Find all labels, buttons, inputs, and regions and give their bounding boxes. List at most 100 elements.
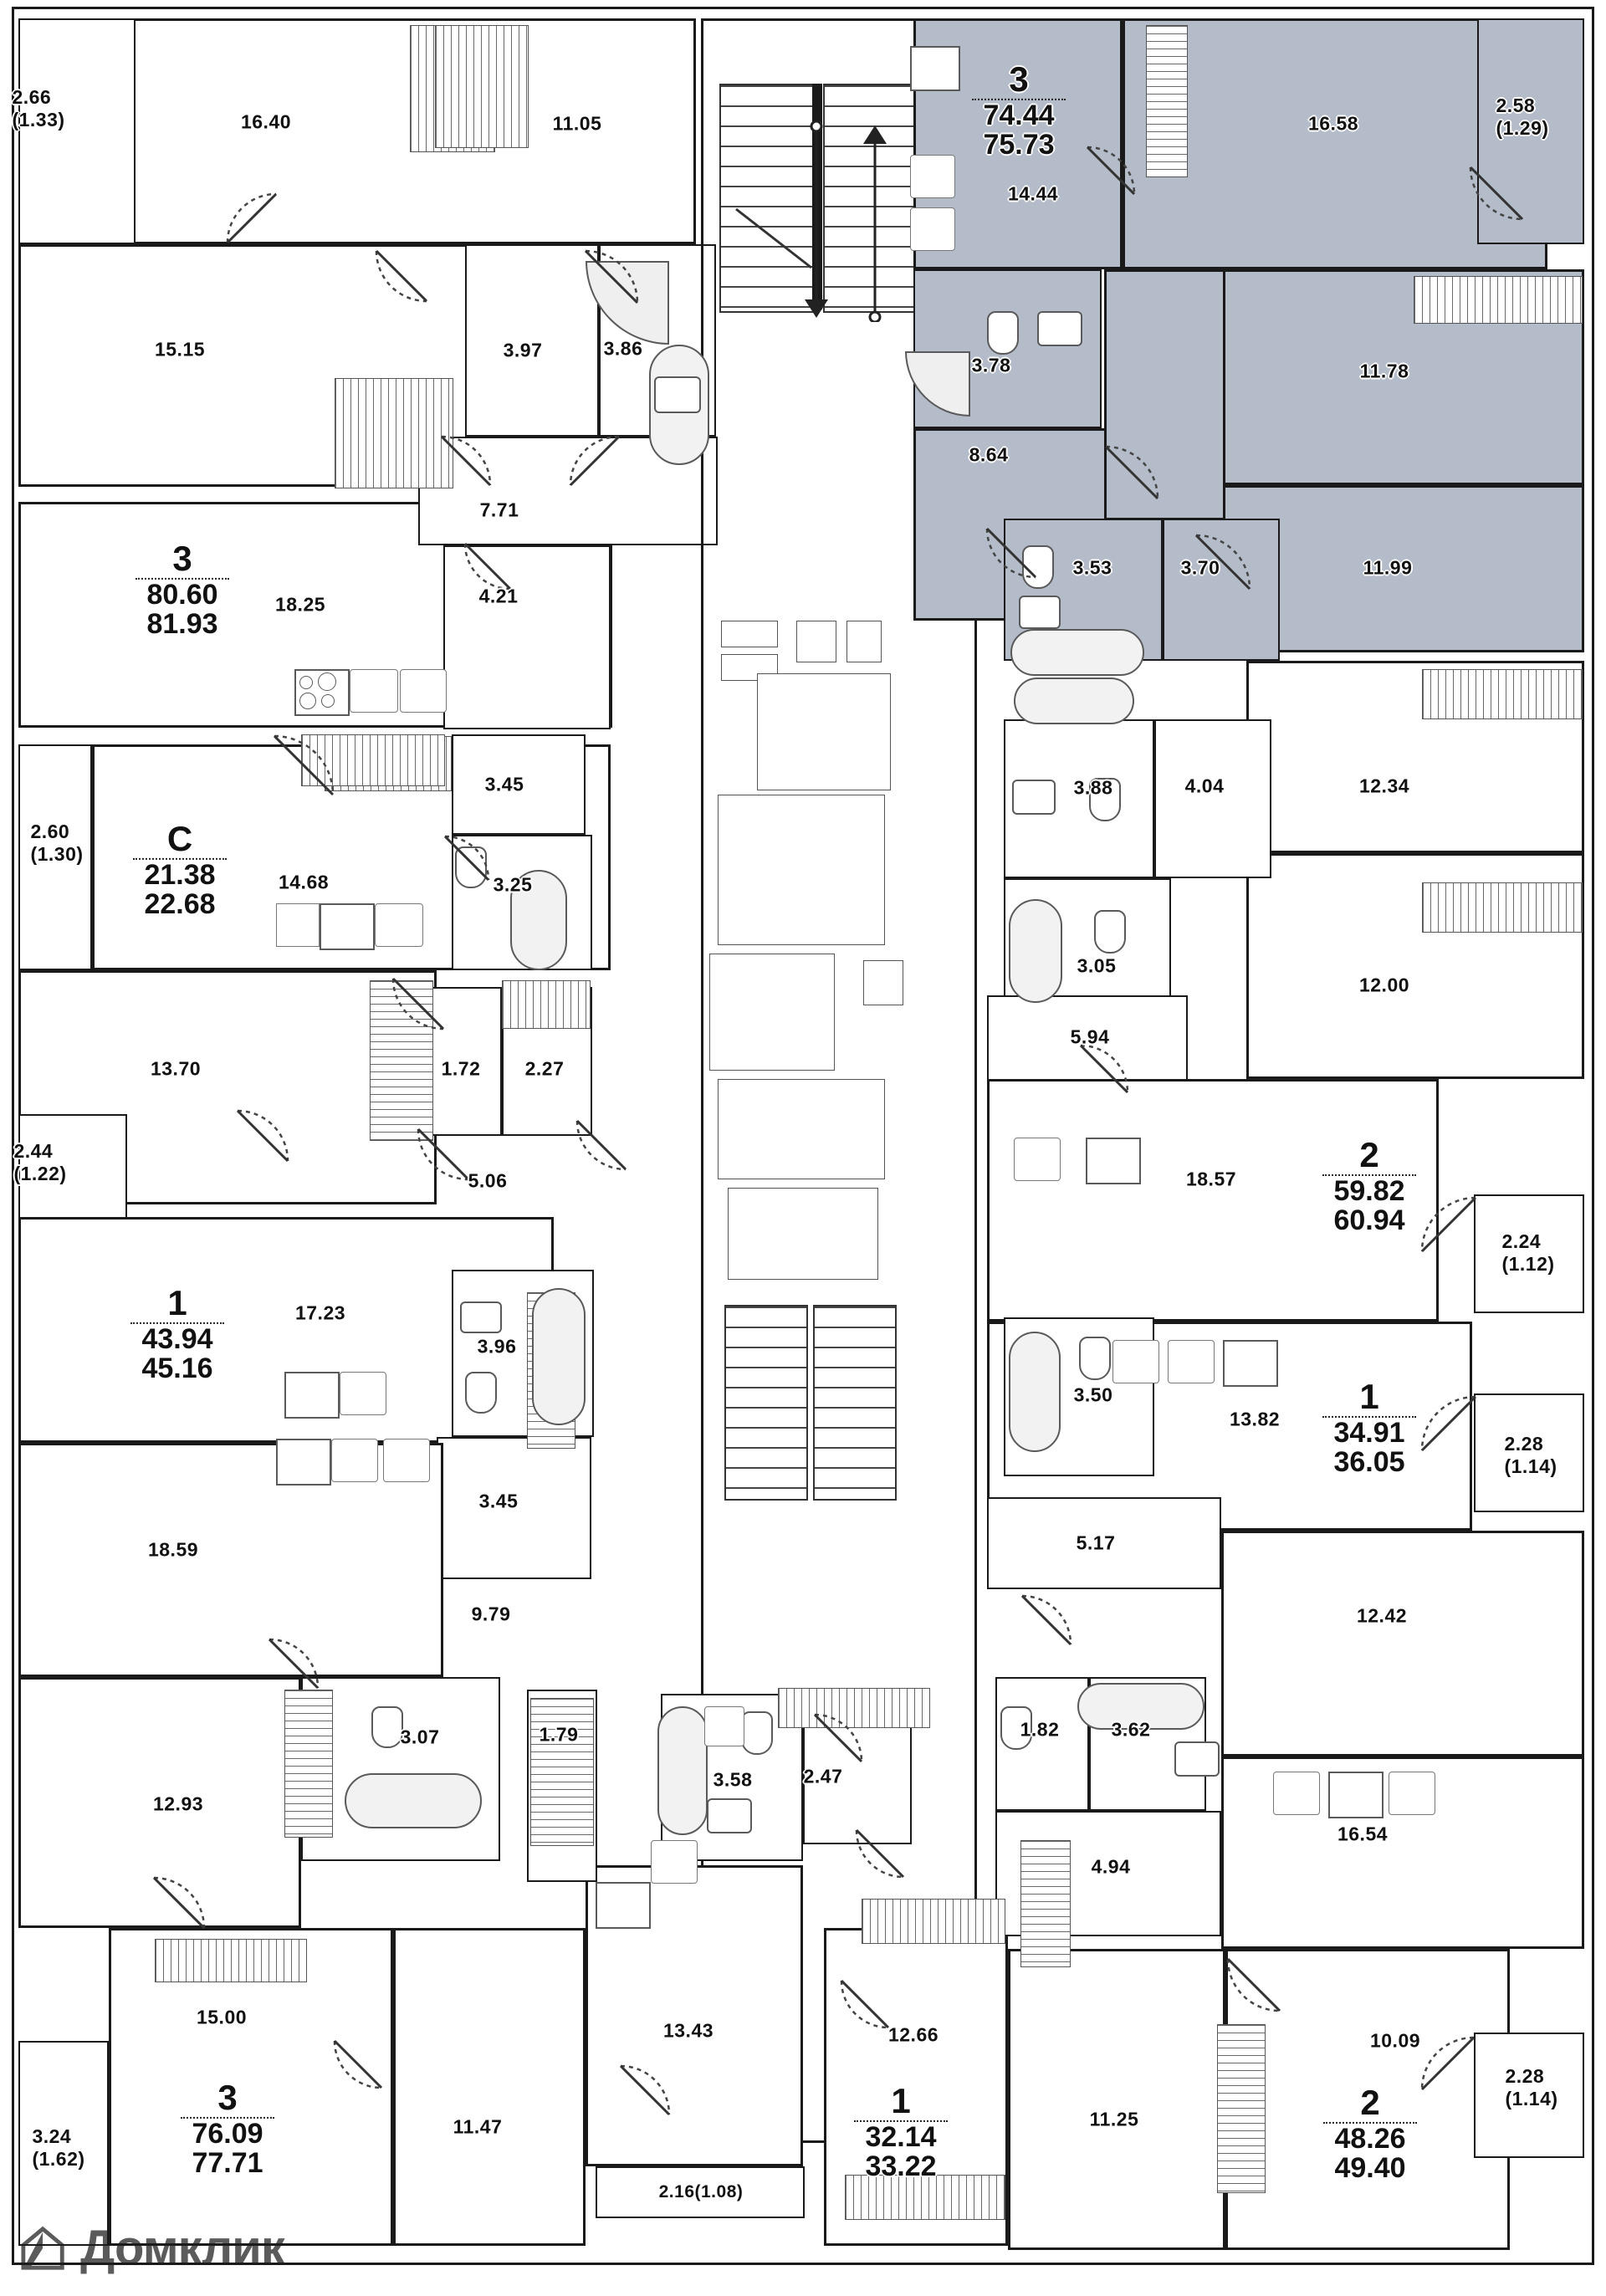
- room-label-3-07: 3.07: [400, 1726, 440, 1748]
- room-label-2-24-value: 2.24: [1501, 1230, 1542, 1252]
- apt-stamp-74-44: 3 74.44 75.73: [972, 61, 1066, 159]
- washer-43-94: [340, 1372, 386, 1415]
- apt-living-43-94: 45.16: [141, 1352, 213, 1384]
- apt-rooms-34-91: 1: [1359, 1376, 1379, 1416]
- dishwasher-13-82: [1168, 1340, 1215, 1383]
- room-label-14-68: 14.68: [278, 871, 330, 893]
- apt-stamp-21-38: С 21.38 22.68: [133, 821, 227, 918]
- toilet-3-88: [1089, 778, 1121, 821]
- washer-apt74: [910, 155, 955, 198]
- room-label-3-88: 3.88: [1073, 776, 1113, 799]
- apt-rule-43-94: [130, 1322, 224, 1324]
- apt-stamp-59-82: 2 59.82 60.94: [1322, 1137, 1416, 1235]
- apt-rule-59-82: [1322, 1174, 1416, 1176]
- toilet-3-05: [1094, 910, 1126, 954]
- apt-living-80-60: 81.93: [146, 607, 218, 640]
- window-hatch-1-79: [530, 1698, 594, 1846]
- room-label-2-66-value: 2.66: [12, 86, 52, 108]
- room-label-2-58-value: 2.58: [1496, 95, 1536, 116]
- room-label-2-28a: 2.28 (1.14): [1504, 1433, 1557, 1478]
- room-label-2-16: 2.16(1.08): [658, 2182, 744, 2201]
- toilet-apt74-3-78: [987, 311, 1019, 355]
- sink-18-59: [383, 1439, 430, 1482]
- cooktop-16-54: [1328, 1772, 1384, 1818]
- cooktop-13-82: [1223, 1340, 1278, 1387]
- sink-13-43: [651, 1840, 698, 1884]
- room-label-3-96: 3.96: [477, 1335, 517, 1358]
- dishwasher-18-59: [331, 1439, 378, 1482]
- room-label-9-79: 9.79: [471, 1603, 511, 1625]
- window-hatch-apt74-kitchen: [1146, 25, 1188, 177]
- room-label-18-59: 18.59: [147, 1538, 199, 1561]
- sink-3-58: [707, 1798, 752, 1833]
- room-label-14-44: 14.44: [1007, 182, 1059, 205]
- window-hatch-apt-bottom-mid: [862, 1899, 1005, 1944]
- room-label-10-09: 10.09: [1369, 2029, 1421, 2052]
- apt-rule-32-14: [854, 2120, 948, 2122]
- room-label-2-60-sub: (1.30): [30, 843, 84, 865]
- dishwasher-16-54: [1273, 1772, 1320, 1815]
- room-label-2-58: 2.58 (1.29): [1496, 95, 1548, 140]
- balcony-2-24: [1474, 1194, 1584, 1313]
- room-label-2-60: 2.60 (1.30): [30, 821, 83, 866]
- room-4-21: [443, 545, 611, 729]
- room-label-2-28b-sub: (1.14): [1505, 2088, 1558, 2109]
- core-hall: [718, 795, 885, 945]
- staircase-upper-left: [719, 84, 815, 313]
- apt-rule-76-09: [181, 2116, 274, 2119]
- room-label-18-57: 18.57: [1185, 1168, 1237, 1190]
- room-3-45-upper: [452, 734, 586, 835]
- elevator-lower-lobby: [709, 954, 835, 1071]
- room-label-2-60-value: 2.60: [30, 821, 70, 842]
- apt-living-32-14: 33.22: [865, 2150, 937, 2182]
- room-18-59: [18, 1443, 443, 1677]
- toilet-studio: [455, 846, 487, 888]
- window-hatch-apt-2-48: [1217, 2024, 1266, 2193]
- room-label-2-58-sub: (1.29): [1496, 117, 1549, 139]
- room-label-1-79: 1.79: [539, 1723, 579, 1746]
- window-hatch-kitchen-bottom: [778, 1688, 930, 1728]
- bathtub-3-50: [1009, 1332, 1061, 1452]
- apt-rule-21-38: [133, 857, 227, 860]
- stair-direction-arrows: [735, 120, 887, 322]
- sink-43-94: [460, 1301, 502, 1333]
- room-11-47: [393, 1928, 586, 2246]
- apt-74-44-bed-11-99: [1221, 485, 1584, 652]
- toilet-43-94: [465, 1372, 497, 1414]
- bathtub-apt74: [1010, 629, 1144, 676]
- room-label-4-04: 4.04: [1184, 775, 1225, 797]
- staircase-upper-right: [823, 84, 918, 313]
- room-label-15-15: 15.15: [154, 338, 206, 361]
- apt-total-32-14: 32.14: [865, 2120, 937, 2153]
- bathtub-12-93: [345, 1773, 482, 1828]
- room-label-5-17: 5.17: [1076, 1532, 1116, 1554]
- room-18-57: [987, 1079, 1439, 1322]
- window-hatch-apt2-lower: [1422, 882, 1583, 933]
- room-3-97: [465, 244, 599, 437]
- room-label-16-58: 16.58: [1307, 112, 1359, 135]
- room-label-2-27: 2.27: [524, 1057, 565, 1080]
- toilet-3-50: [1079, 1337, 1111, 1380]
- toilet-12-93: [371, 1706, 403, 1748]
- room-label-2-44: 2.44 (1.22): [13, 1140, 66, 1185]
- cooktop-18-57: [1086, 1138, 1141, 1184]
- apt-living-76-09: 77.71: [192, 2146, 263, 2179]
- room-label-13-82: 13.82: [1229, 1408, 1281, 1430]
- room-label-12-34: 12.34: [1358, 775, 1410, 797]
- bathtub-1-82: [1077, 1683, 1204, 1730]
- room-label-8-64: 8.64: [969, 443, 1009, 466]
- room-label-5-06: 5.06: [468, 1169, 508, 1192]
- sink-studio: [375, 903, 423, 947]
- room-label-11-25: 11.25: [1089, 2108, 1139, 2130]
- room-label-3-25: 3.25: [493, 873, 533, 896]
- apt-rule-48-26: [1323, 2121, 1417, 2124]
- burner-2: [318, 672, 336, 691]
- room-label-3-50: 3.50: [1073, 1383, 1113, 1406]
- window-hatch-apt-bottom-left: [155, 1939, 307, 1982]
- room-label-16-40: 16.40: [240, 110, 292, 133]
- room-label-2-28a-value: 2.28: [1504, 1433, 1544, 1455]
- toilet-3-58: [741, 1711, 773, 1755]
- room-label-3-62: 3.62: [1111, 1718, 1151, 1741]
- window-hatch-apt74-99: [845, 2175, 1005, 2220]
- apt-living-21-38: 22.68: [144, 887, 216, 920]
